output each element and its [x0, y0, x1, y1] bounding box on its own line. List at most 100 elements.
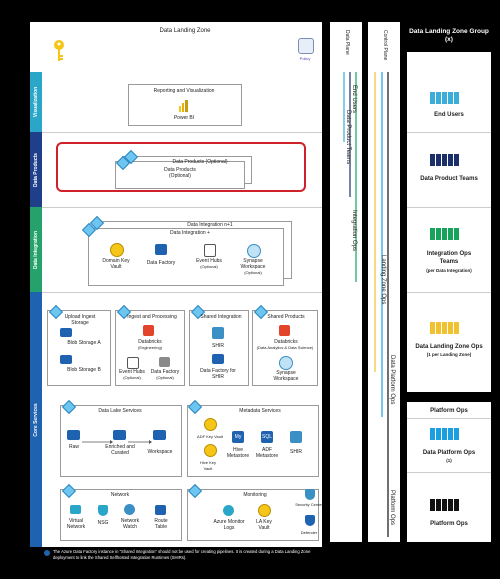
roles-header: Data Landing Zone Group (x): [409, 28, 489, 43]
hive-key-vault-icon: [204, 444, 217, 457]
data-lake-box: [60, 405, 182, 477]
landing-zone-ops-sub: (1 per Landing Zone): [426, 352, 472, 357]
landing-zone-title: Data Landing Zone: [159, 28, 211, 34]
synapse-icon: [279, 356, 293, 370]
route-table-icon: [155, 505, 166, 515]
defender-label: Defender: [300, 530, 318, 535]
blob-storage-a-label: Blob Storage A: [67, 340, 101, 346]
footer-note: The Azure Data Factory instance in "Shar…: [53, 549, 311, 560]
data-plane-column: [330, 22, 362, 542]
shir-icon: [290, 431, 302, 443]
policy-label: Policy: [299, 56, 311, 61]
event-hubs-label: Event Hubs: [196, 258, 222, 264]
workspace-storage-icon: [153, 430, 166, 440]
landing-zone-ops-role: Data Landing Zone Ops: [415, 344, 483, 350]
data-products-inner-optional: (Optional): [169, 173, 191, 179]
data-integration-outer-label: Data Integration n+1: [187, 222, 233, 228]
network-watch-label: Network Watch: [120, 518, 140, 530]
event-hubs-icon: [127, 357, 139, 369]
key-vault-icon: [110, 243, 124, 257]
ingest-eventhubs-label: Event Hubs: [119, 369, 145, 375]
event-hubs-optional: (Optional): [200, 264, 218, 269]
azure-monitor-icon: [223, 505, 234, 516]
data-lake-title: Data Lake Services: [98, 408, 142, 414]
lake-arrows: [82, 432, 152, 444]
data-products-outer-label: Data Products (Optional): [172, 159, 228, 165]
control-plane-column: [368, 22, 400, 542]
raw-storage-icon: [67, 430, 80, 440]
upload-title: Upload Ingest Storage: [64, 314, 96, 326]
landing-zone-ops-icon: [430, 322, 459, 334]
synapse-icon: [247, 244, 261, 258]
product-teams-ops-label: Data Product Teams: [345, 110, 351, 165]
network-title: Network: [110, 492, 130, 498]
divider: [42, 132, 322, 133]
security-center-label: Security Center: [295, 502, 323, 507]
adf-key-vault-icon: [204, 418, 217, 431]
adf-metastore-label: ADF Metastore: [255, 447, 279, 459]
la-key-vault-icon: [258, 504, 271, 517]
role-divider: [407, 292, 491, 293]
ingest-factory-optional: (Optional): [156, 375, 174, 380]
shir-icon: [212, 327, 224, 339]
data-products-highlight: [56, 142, 306, 192]
integration-ops-role: Integration Ops Teams: [426, 251, 472, 265]
monitoring-title: Monitoring: [243, 492, 267, 498]
key-icon: [52, 40, 66, 61]
network-box: [60, 489, 182, 541]
data-integration-inner-label: Data Integration +: [170, 230, 210, 236]
metadata-title: Metadata Services: [239, 408, 281, 414]
data-products-inner-box: [115, 161, 245, 189]
data-platform-ops-icon: [430, 428, 459, 440]
platform-ops-icon: [430, 499, 459, 511]
divider: [42, 292, 322, 293]
shir-label: SHIR: [212, 343, 224, 349]
end-users-ops-label: End Users: [351, 85, 357, 114]
powerbi-icon: [179, 99, 189, 112]
vnet-label: Virtual Network: [66, 518, 86, 530]
raw-label: Raw: [68, 444, 79, 450]
virtual-network-icon: [70, 505, 81, 514]
data-platform-ops-sub: (1): [446, 458, 452, 463]
hive-metastore-label: Hive Metastore: [226, 447, 250, 459]
product-teams-icon: [430, 154, 459, 166]
adf-metastore-icon: SQL: [261, 431, 273, 443]
event-hubs-icon: [204, 244, 216, 257]
ingest-title: Ingest and Processing: [127, 314, 177, 320]
security-center-icon: [305, 489, 315, 500]
landing-zone-ops-label: Landing Zone Ops: [380, 255, 386, 305]
shared-products-title: Shared Products: [267, 314, 305, 320]
integration-ops-label: Integration Ops: [351, 210, 357, 252]
shared-integration-title: Shared Integration: [200, 314, 242, 320]
nsg-icon: [98, 505, 108, 516]
shir-factory-label: Data Factory for SHIR: [200, 368, 236, 380]
end-users-role: End Users: [434, 112, 464, 118]
role-divider: [407, 418, 491, 419]
enriched-storage-icon: [113, 430, 126, 440]
data-products-inner-label: Data Products: [164, 167, 196, 173]
section-data-products: Data Products: [30, 132, 42, 207]
shared-integration-box: [189, 310, 249, 386]
databricks-sub: (Engineering): [137, 345, 162, 350]
product-teams-role: Data Product Teams: [420, 176, 478, 182]
nsg-label: NSG: [97, 520, 109, 526]
ops-lines: [343, 72, 389, 537]
policy-icon: [298, 38, 314, 54]
data-platform-ops-role: Data Platform Ops: [422, 450, 476, 456]
ingest-box: [115, 310, 185, 386]
integration-ops-icon: [430, 228, 459, 240]
platform-ops-line-label: Platform Ops: [389, 490, 395, 526]
section-data-integration: Data Integration: [30, 207, 42, 292]
shared-databricks-label: Databricks: [274, 339, 298, 345]
platform-ops-role: Platform Ops: [430, 521, 468, 527]
key-vault-label: Domain Key Vault: [102, 258, 130, 270]
databricks-icon: [143, 325, 154, 336]
data-factory-label: Data Factory: [146, 260, 176, 266]
blob-storage-b-icon: [60, 355, 72, 364]
integration-ops-sub: (per Data Integration): [426, 268, 472, 273]
ingest-factory-label: Data Factory: [150, 369, 180, 375]
shared-databricks-sub: (Data Analytics & Data Science): [256, 345, 314, 350]
shared-synapse-label: Synapse Workspace: [273, 370, 299, 382]
adf-key-vault-label: ADF Key Vault: [197, 434, 223, 439]
powerbi-label: Power BI: [173, 115, 195, 121]
